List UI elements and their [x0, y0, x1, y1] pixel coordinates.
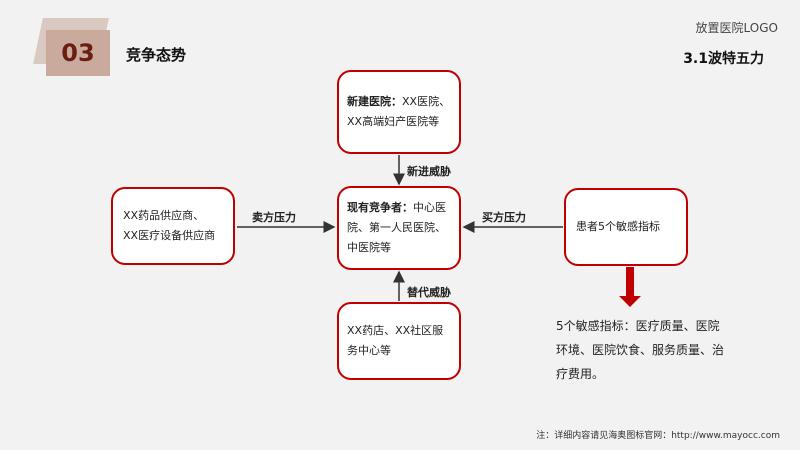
- node-new-entrants-text: XX医院、XX高端妇产医院等: [347, 95, 451, 128]
- edge-label-buyer-power: 买方压力: [482, 211, 526, 224]
- node-substitutes: XX药店、XX社区服务中心等: [337, 302, 461, 380]
- node-suppliers-line2: XX医疗设备供应商: [123, 229, 216, 242]
- section-badge: [46, 30, 110, 76]
- node-existing-competitors-text: 中心医院、第一人民医院、中医院等: [347, 201, 446, 254]
- node-suppliers-line1: XX药品供应商、: [123, 209, 205, 222]
- node-buyers-text: 患者5个敏感指标: [576, 220, 660, 233]
- edge-label-substitutes: 替代威胁: [407, 286, 451, 299]
- sensitive-indicators-note: 5个敏感指标：医疗质量、医院环境、医院饮食、服务质量、治疗费用。: [556, 319, 725, 381]
- logo-placeholder: 放置医院LOGO: [695, 21, 778, 35]
- section-title: 竞争态势: [126, 46, 187, 64]
- node-substitutes-text: XX药店、XX社区服务中心等: [347, 324, 444, 357]
- edge-label-supplier-power: 卖方压力: [252, 211, 296, 224]
- edge-label-new-entrants: 新进威胁: [407, 165, 451, 178]
- slide-subtitle: 3.1波特五力: [683, 51, 764, 67]
- down-arrow-red: [619, 267, 641, 307]
- section-number: 03: [61, 39, 95, 67]
- node-existing-competitors-label: 现有竞争者：: [347, 201, 413, 214]
- node-existing-competitors: 现有竞争者：中心医院、第一人民医院、中医院等: [337, 186, 461, 270]
- node-buyers: 患者5个敏感指标: [564, 188, 688, 266]
- node-suppliers: XX药品供应商、 XX医疗设备供应商: [111, 187, 235, 265]
- node-new-entrants-label: 新建医院：: [347, 95, 402, 108]
- node-new-entrants: 新建医院：XX医院、XX高端妇产医院等: [337, 70, 461, 154]
- footer-note: 注：详细内容请见海奥图标官网：http://www.mayocc.com: [536, 431, 780, 441]
